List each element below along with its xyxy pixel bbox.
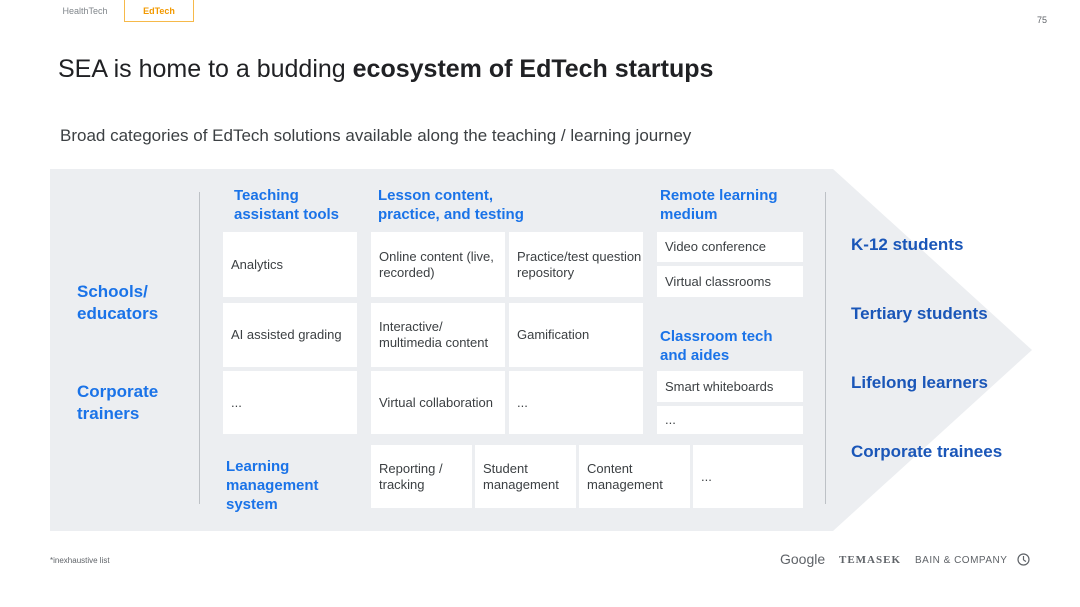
divider-right: [825, 192, 826, 504]
heading-remote-learning: Remote learning medium: [660, 187, 778, 223]
provider-schools-educators: Schools/ educators: [77, 282, 159, 323]
cell-smart-whiteboards: Smart whiteboards: [657, 371, 803, 402]
cell-gamification: Gamification: [509, 303, 643, 367]
cell-lesson-more: ...: [509, 371, 643, 434]
cell-teaching-more: ...: [223, 371, 357, 434]
heading-lms: Learning management system: [226, 458, 319, 513]
audience-lifelong: Lifelong learners: [851, 373, 988, 392]
audience-tertiary: Tertiary students: [851, 304, 988, 323]
cell-reporting-tracking: Reporting / tracking: [371, 445, 472, 508]
tab-edtech[interactable]: EdTech: [124, 0, 194, 22]
audience-k12: K-12 students: [851, 235, 964, 254]
heading-teaching-assistant-tools: Teaching assistant tools: [234, 187, 340, 223]
divider-left: [199, 192, 200, 504]
bain-seal-icon: [1017, 553, 1030, 566]
cell-practice-test-repository: Practice/test question repository: [509, 232, 643, 297]
cell-video-conference: Video conference: [657, 232, 803, 262]
page-number: 75: [1036, 15, 1047, 25]
provider-corporate-trainers: Corporate trainers: [77, 382, 159, 423]
cell-ai-assisted-grading: AI assisted grading: [223, 303, 357, 367]
cell-classroom-more: ...: [657, 406, 803, 434]
cell-online-content: Online content (live, recorded): [371, 232, 505, 297]
footnote: *inexhaustive list: [50, 556, 110, 565]
title-bold: ecosystem of EdTech startups: [352, 55, 714, 83]
google-logo: Google: [780, 551, 826, 567]
cell-virtual-collaboration: Virtual collaboration: [371, 371, 505, 434]
heading-classroom-tech: Classroom tech and aides: [660, 328, 773, 364]
title-regular: SEA is home to a budding: [58, 55, 353, 83]
audience-corporate-trainees: Corporate trainees: [851, 442, 1003, 461]
page-subtitle: Broad categories of EdTech solutions ava…: [60, 126, 692, 145]
heading-lesson-content: Lesson content, practice, and testing: [378, 187, 524, 223]
cell-lms-more: ...: [693, 445, 803, 508]
cell-virtual-classrooms: Virtual classrooms: [657, 266, 803, 297]
tab-healthtech[interactable]: HealthTech: [62, 6, 108, 16]
cell-content-management: Content management: [579, 445, 690, 508]
cell-student-management: Student management: [475, 445, 576, 508]
temasek-logo: TEMASEK: [839, 554, 902, 566]
cell-interactive-multimedia: Interactive/ multimedia content: [371, 303, 505, 367]
cell-analytics: Analytics: [223, 232, 357, 297]
page-title: SEA is home to a budding ecosystem of Ed…: [58, 55, 713, 84]
bain-logo: BAIN & COMPANY: [915, 555, 1008, 566]
